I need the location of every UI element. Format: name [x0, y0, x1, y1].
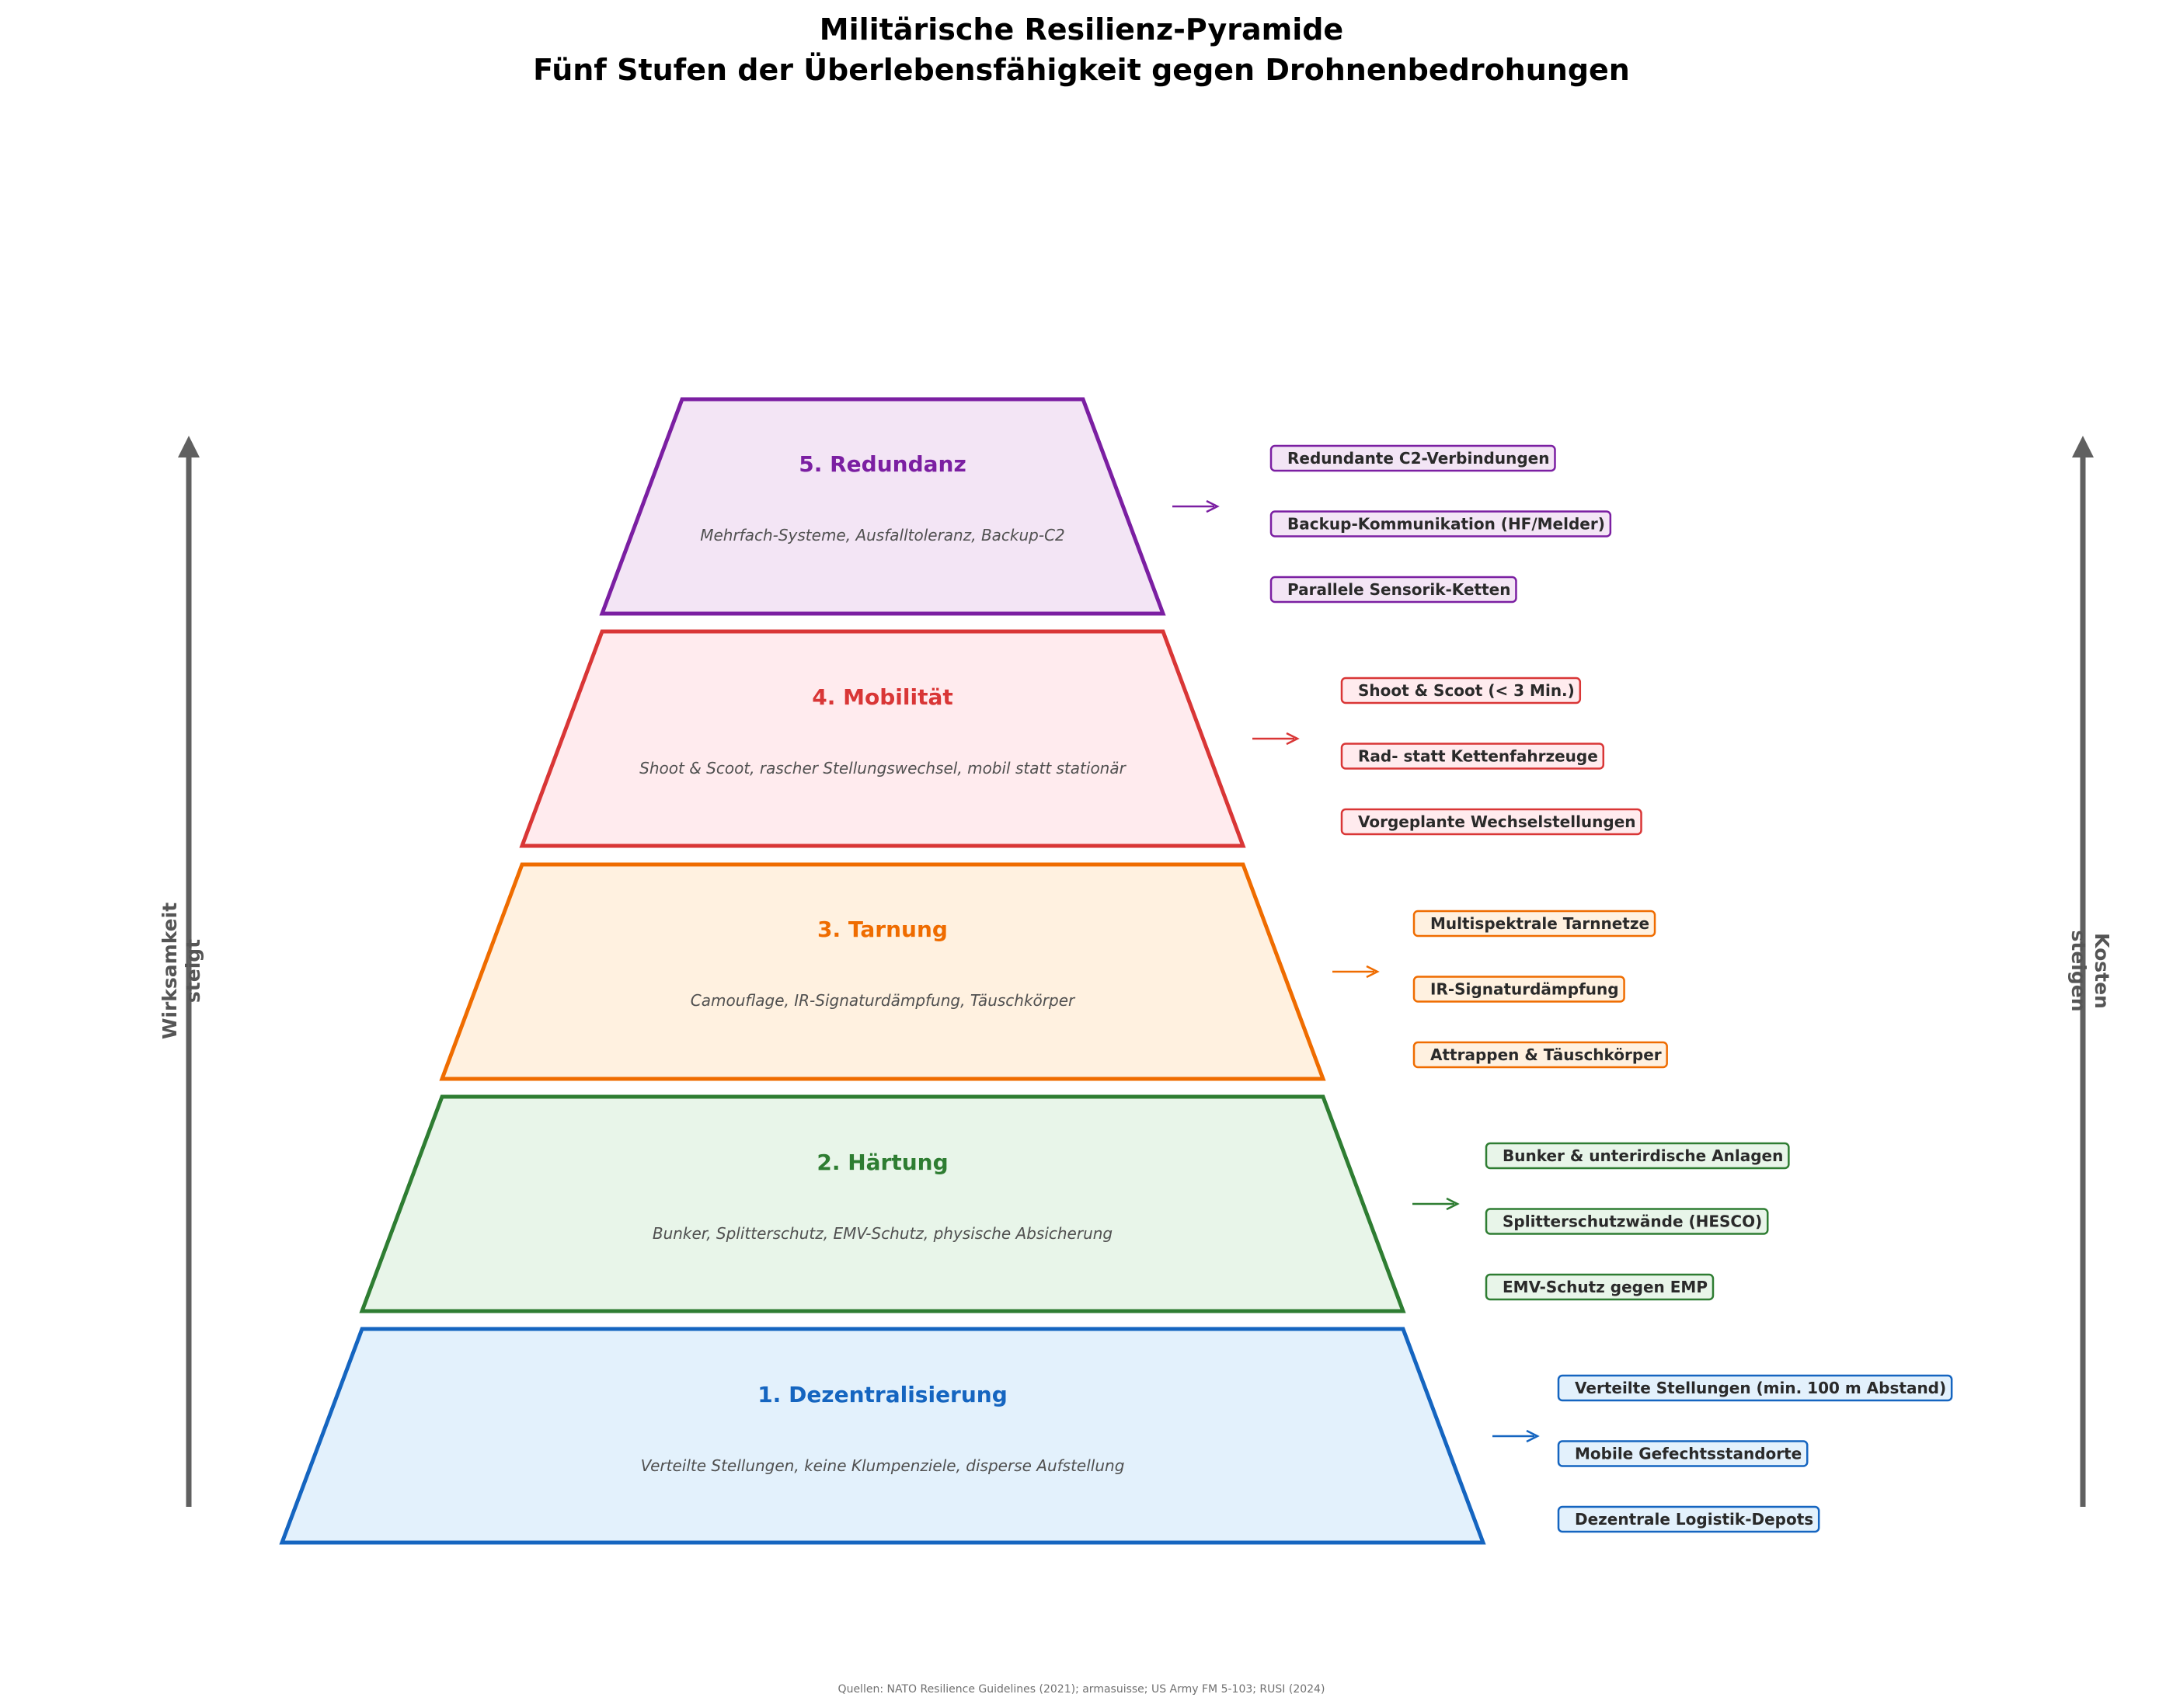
- level-2-item-box: [1485, 1142, 1790, 1170]
- level-1-item-label: Dezentrale Logistik-Depots: [1575, 1510, 1813, 1529]
- level-5-redundanz: 5. Redundanz Mehrfach-Systeme, Ausfallto…: [599, 397, 1612, 616]
- level-1-item-label: Verteilte Stellungen (min. 100 m Abstand…: [1575, 1379, 1946, 1397]
- level-4-title: 4. Mobilität: [812, 684, 952, 710]
- right-axis-label-line-1: Kosten: [2091, 933, 2113, 1009]
- level-3-tarnung: 3. Tarnung Camouflage, IR-Signaturdämpfu…: [439, 862, 1668, 1081]
- level-2-item-label: Splitterschutzwände (HESCO): [1503, 1212, 1762, 1231]
- level-2-title: 2. Härtung: [817, 1150, 948, 1175]
- level-3-item-label: Attrappen & Täuschkörper: [1430, 1045, 1662, 1064]
- level-5-item-label: Backup-Kommunikation (HF/Melder): [1287, 515, 1605, 534]
- level-1-description: Verteilte Stellungen, keine Klumpenziele…: [641, 1456, 1125, 1475]
- level-2-item-label: Bunker & unterirdische Anlagen: [1503, 1146, 1783, 1165]
- level-5-item-box: [1269, 444, 1556, 472]
- level-4-mobilitaet: 4. Mobilität Shoot & Scoot, rascher Stel…: [519, 629, 1642, 848]
- level-5-item-label: Redundante C2-Verbindungen: [1287, 449, 1549, 468]
- level-4-item-list: Shoot & Scoot (< 3 Min.) Rad- statt Kette…: [1340, 677, 1642, 836]
- level-2-trapezoid: [359, 1094, 1406, 1313]
- level-5-item-list: Redundante C2-VerbindungenBackup-Kommuni…: [1269, 444, 1612, 604]
- level-5-arrowhead: [1206, 499, 1220, 513]
- level-4-item-box: [1340, 808, 1642, 836]
- level-2-item-list: Bunker & unterirdische AnlagenSplittersc…: [1485, 1142, 1790, 1301]
- level-4-trapezoid: [519, 629, 1246, 848]
- level-2-item-box: [1485, 1208, 1769, 1235]
- right-axis-label-line-2: steigen: [2067, 930, 2090, 1011]
- left-axis-label-line-2: steigt: [182, 939, 204, 1003]
- level-3-item-box: [1412, 1041, 1668, 1069]
- level-1-item-box: [1557, 1374, 1953, 1402]
- level-4-item-box: [1340, 677, 1582, 704]
- level-1-item-list: Verteilte Stellungen (min. 100 m Abstand…: [1557, 1374, 1953, 1533]
- level-5-item-label: Parallele Sensorik-Ketten: [1287, 580, 1510, 599]
- level-1-title: 1. Dezentralisierung: [757, 1382, 1008, 1407]
- level-4-item-box: [1340, 743, 1605, 770]
- level-1-dezentralisierung: 1. Dezentralisierung Verteilte Stellunge…: [279, 1327, 1953, 1545]
- level-3-item-label: IR-Signaturdämpfung: [1430, 980, 1619, 999]
- level-5-title: 5. Redundanz: [799, 451, 966, 477]
- level-3-description: Camouflage, IR-Signaturdämpfung, Täuschk…: [691, 991, 1076, 1010]
- source-note: Quellen: NATO Resilience Guidelines (202…: [838, 1683, 1325, 1696]
- level-1-item-box: [1557, 1440, 1809, 1467]
- level-3-arrowhead: [1366, 965, 1380, 979]
- level-2-haertung: 2. Härtung Bunker, Splitterschutz, EMV-S…: [359, 1094, 1790, 1313]
- level-3-item-box: [1412, 910, 1656, 937]
- level-1-arrowhead: [1526, 1429, 1540, 1443]
- level-2-item-label: EMV-Schutz gegen EMP: [1503, 1278, 1708, 1296]
- level-3-item-label: Multispektrale Tarnnetze: [1430, 914, 1649, 933]
- level-5-item-box: [1269, 576, 1517, 604]
- level-5-description: Mehrfach-Systeme, Ausfalltoleranz, Backu…: [700, 526, 1065, 544]
- level-4-item-label: Shoot & Scoot (< 3 Min.): [1358, 681, 1575, 700]
- level-2-item-box: [1485, 1273, 1715, 1301]
- level-1-trapezoid: [279, 1327, 1486, 1545]
- level-3-trapezoid: [439, 862, 1326, 1081]
- title-line-2: Fünf Stufen der Überlebensfähigkeit gege…: [533, 53, 1630, 87]
- level-1-item-label: Mobile Gefechtsstandorte: [1575, 1445, 1802, 1463]
- level-3-item-list: Multispektrale TarnnetzeIR-Signaturdämpf…: [1412, 910, 1668, 1069]
- left-axis-label-line-1: Wirksamkeit: [158, 903, 181, 1039]
- level-4-item-label: Rad- statt Kettenfahrzeuge: [1358, 747, 1598, 766]
- level-2-description: Bunker, Splitterschutz, EMV-Schutz, phys…: [653, 1224, 1113, 1243]
- level-1-item-box: [1557, 1505, 1820, 1533]
- level-3-title: 3. Tarnung: [817, 917, 948, 942]
- level-4-item-label: Vorgeplante Wechselstellungen: [1358, 812, 1636, 831]
- title-line-1: Militärische Resilienz-Pyramide: [820, 12, 1343, 47]
- level-5-trapezoid: [599, 397, 1166, 616]
- level-4-description: Shoot & Scoot, rascher Stellungswechsel,…: [639, 759, 1127, 777]
- level-3-item-box: [1412, 976, 1625, 1003]
- level-2-arrowhead: [1446, 1197, 1460, 1211]
- level-5-item-box: [1269, 510, 1612, 537]
- level-4-arrowhead: [1286, 732, 1300, 746]
